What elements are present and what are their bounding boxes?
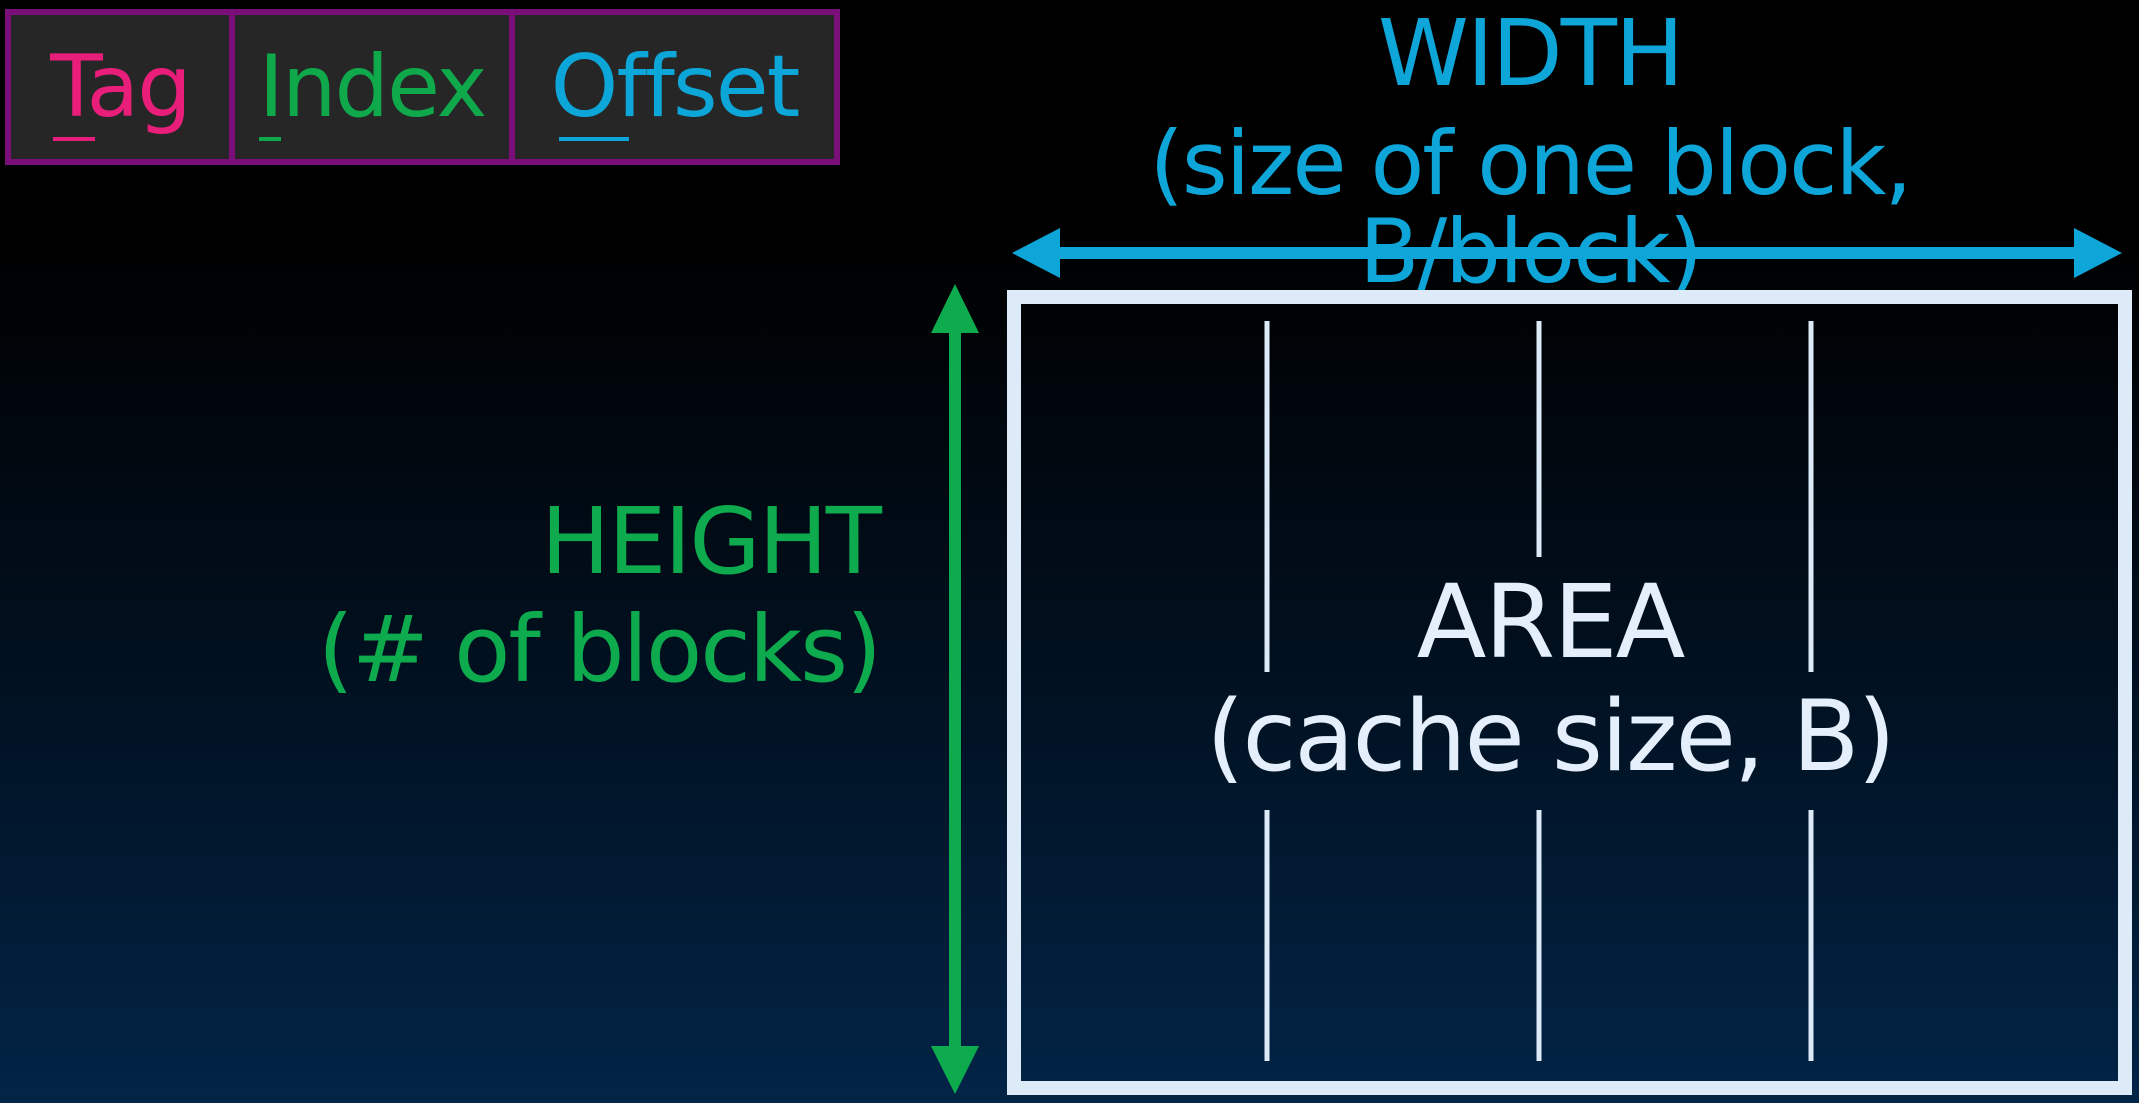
- offset-underline: [559, 137, 629, 141]
- cache-outline: [1007, 290, 2132, 1095]
- area-subtitle: (cache size, B): [1206, 680, 1895, 794]
- offset-field: Offset: [509, 15, 834, 159]
- tag-field: Tag: [11, 15, 229, 159]
- tag-label: Tag: [50, 37, 192, 137]
- height-arrow: [931, 284, 979, 1094]
- index-underline: [259, 137, 281, 141]
- address-field-box: Tag Index Offset: [5, 9, 840, 165]
- width-title: WIDTH: [1377, 0, 1684, 107]
- index-field: Index: [229, 15, 509, 159]
- area-title: AREA: [1416, 563, 1686, 682]
- offset-label: Offset: [550, 37, 801, 137]
- height-label: HEIGHT (# of blocks): [300, 488, 882, 703]
- area-label: AREA (cache size, B): [1160, 563, 1940, 794]
- tag-underline: [53, 137, 95, 141]
- height-subtitle: (# of blocks): [317, 596, 882, 703]
- width-arrow: [1012, 228, 2122, 278]
- column-dividers: [1264, 321, 1814, 1061]
- height-title: HEIGHT: [540, 488, 882, 595]
- index-label: Index: [258, 37, 488, 137]
